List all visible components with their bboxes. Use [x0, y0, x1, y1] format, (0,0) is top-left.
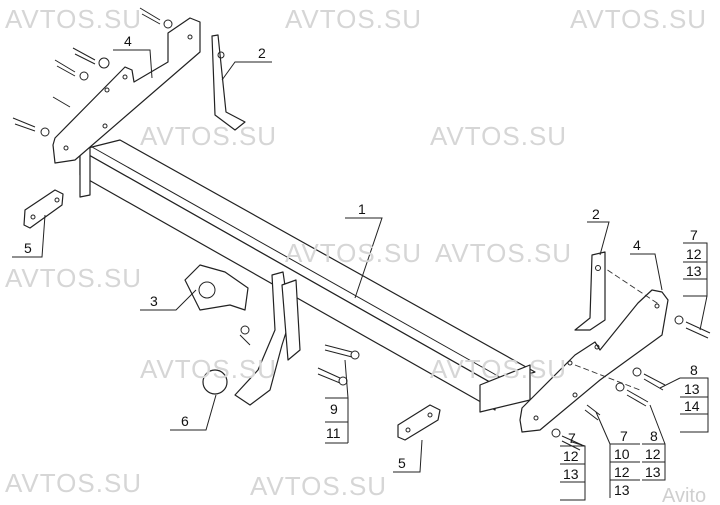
watermark: AVTOS.SU: [5, 468, 142, 498]
right-bracket: [574, 251, 606, 331]
callout-bracket-right: 2: [592, 206, 600, 222]
crossbeam-part: [79, 137, 536, 413]
callout-rb-2: 13: [645, 464, 661, 480]
avito-watermark: Avito: [662, 485, 706, 505]
callout-ra-3: 13: [614, 482, 630, 498]
watermarks: AVTOS.SU AVTOS.SU AVTOS.SU AVTOS.SU AVTO…: [5, 4, 707, 505]
callout-plate-right: 4: [633, 237, 641, 253]
callout-b-2: 13: [563, 466, 579, 482]
right-mounting-plate: [519, 264, 669, 433]
ball-mount: [202, 271, 301, 406]
leader-lines: [12, 49, 709, 501]
callout-b-1: 12: [563, 448, 579, 464]
callout-labels: 4 2 1 5 3 6 9 11 5 2 4 7 12 13 8 13 14 7…: [24, 33, 702, 498]
left-mounting-plate: [52, 17, 201, 164]
callout-rb-1: 12: [645, 446, 661, 462]
watermark: AVTOS.SU: [140, 354, 277, 384]
left-spacer: [23, 189, 64, 229]
callout-ra-2: 12: [614, 464, 630, 480]
watermark: AVTOS.SU: [5, 4, 142, 34]
left-bracket: [211, 34, 246, 131]
watermark: AVTOS.SU: [285, 4, 422, 34]
callout-rm-0: 8: [690, 362, 698, 378]
callout-bracket-left: 2: [258, 45, 266, 61]
callout-rt-1: 12: [686, 246, 702, 262]
callout-rt-0: 7: [690, 227, 698, 243]
callout-ball-mount: 6: [181, 413, 189, 429]
watermark: AVTOS.SU: [570, 4, 707, 34]
left-bolts: [12, 7, 173, 137]
bottom-spacer: [397, 404, 441, 441]
watermark: AVTOS.SU: [140, 121, 277, 151]
right-bolts: [551, 315, 711, 451]
watermark: AVTOS.SU: [250, 471, 387, 501]
callout-rm-1: 13: [684, 381, 700, 397]
callout-plate-left: 4: [124, 33, 132, 49]
callout-spacer-left: 5: [24, 240, 32, 256]
callout-ra-1: 10: [614, 446, 630, 462]
callout-center-1: 11: [326, 425, 341, 441]
callout-socket-bracket: 3: [150, 293, 158, 309]
callout-rb-0: 8: [650, 428, 658, 444]
callout-b-0: 7: [568, 430, 576, 446]
callout-beam: 1: [358, 201, 366, 217]
callout-rm-2: 14: [684, 398, 700, 414]
callout-spacer-bottom: 5: [398, 455, 406, 471]
watermark: AVTOS.SU: [430, 354, 567, 384]
watermark: AVTOS.SU: [430, 121, 567, 151]
socket-bracket: [184, 264, 249, 311]
callout-ra-0: 7: [620, 428, 628, 444]
callout-rt-2: 13: [686, 263, 702, 279]
watermark: AVTOS.SU: [285, 238, 422, 268]
callout-center-0: 9: [330, 401, 338, 417]
watermark: AVTOS.SU: [435, 238, 572, 268]
center-bolts: [317, 344, 360, 386]
watermark: AVTOS.SU: [5, 263, 142, 293]
